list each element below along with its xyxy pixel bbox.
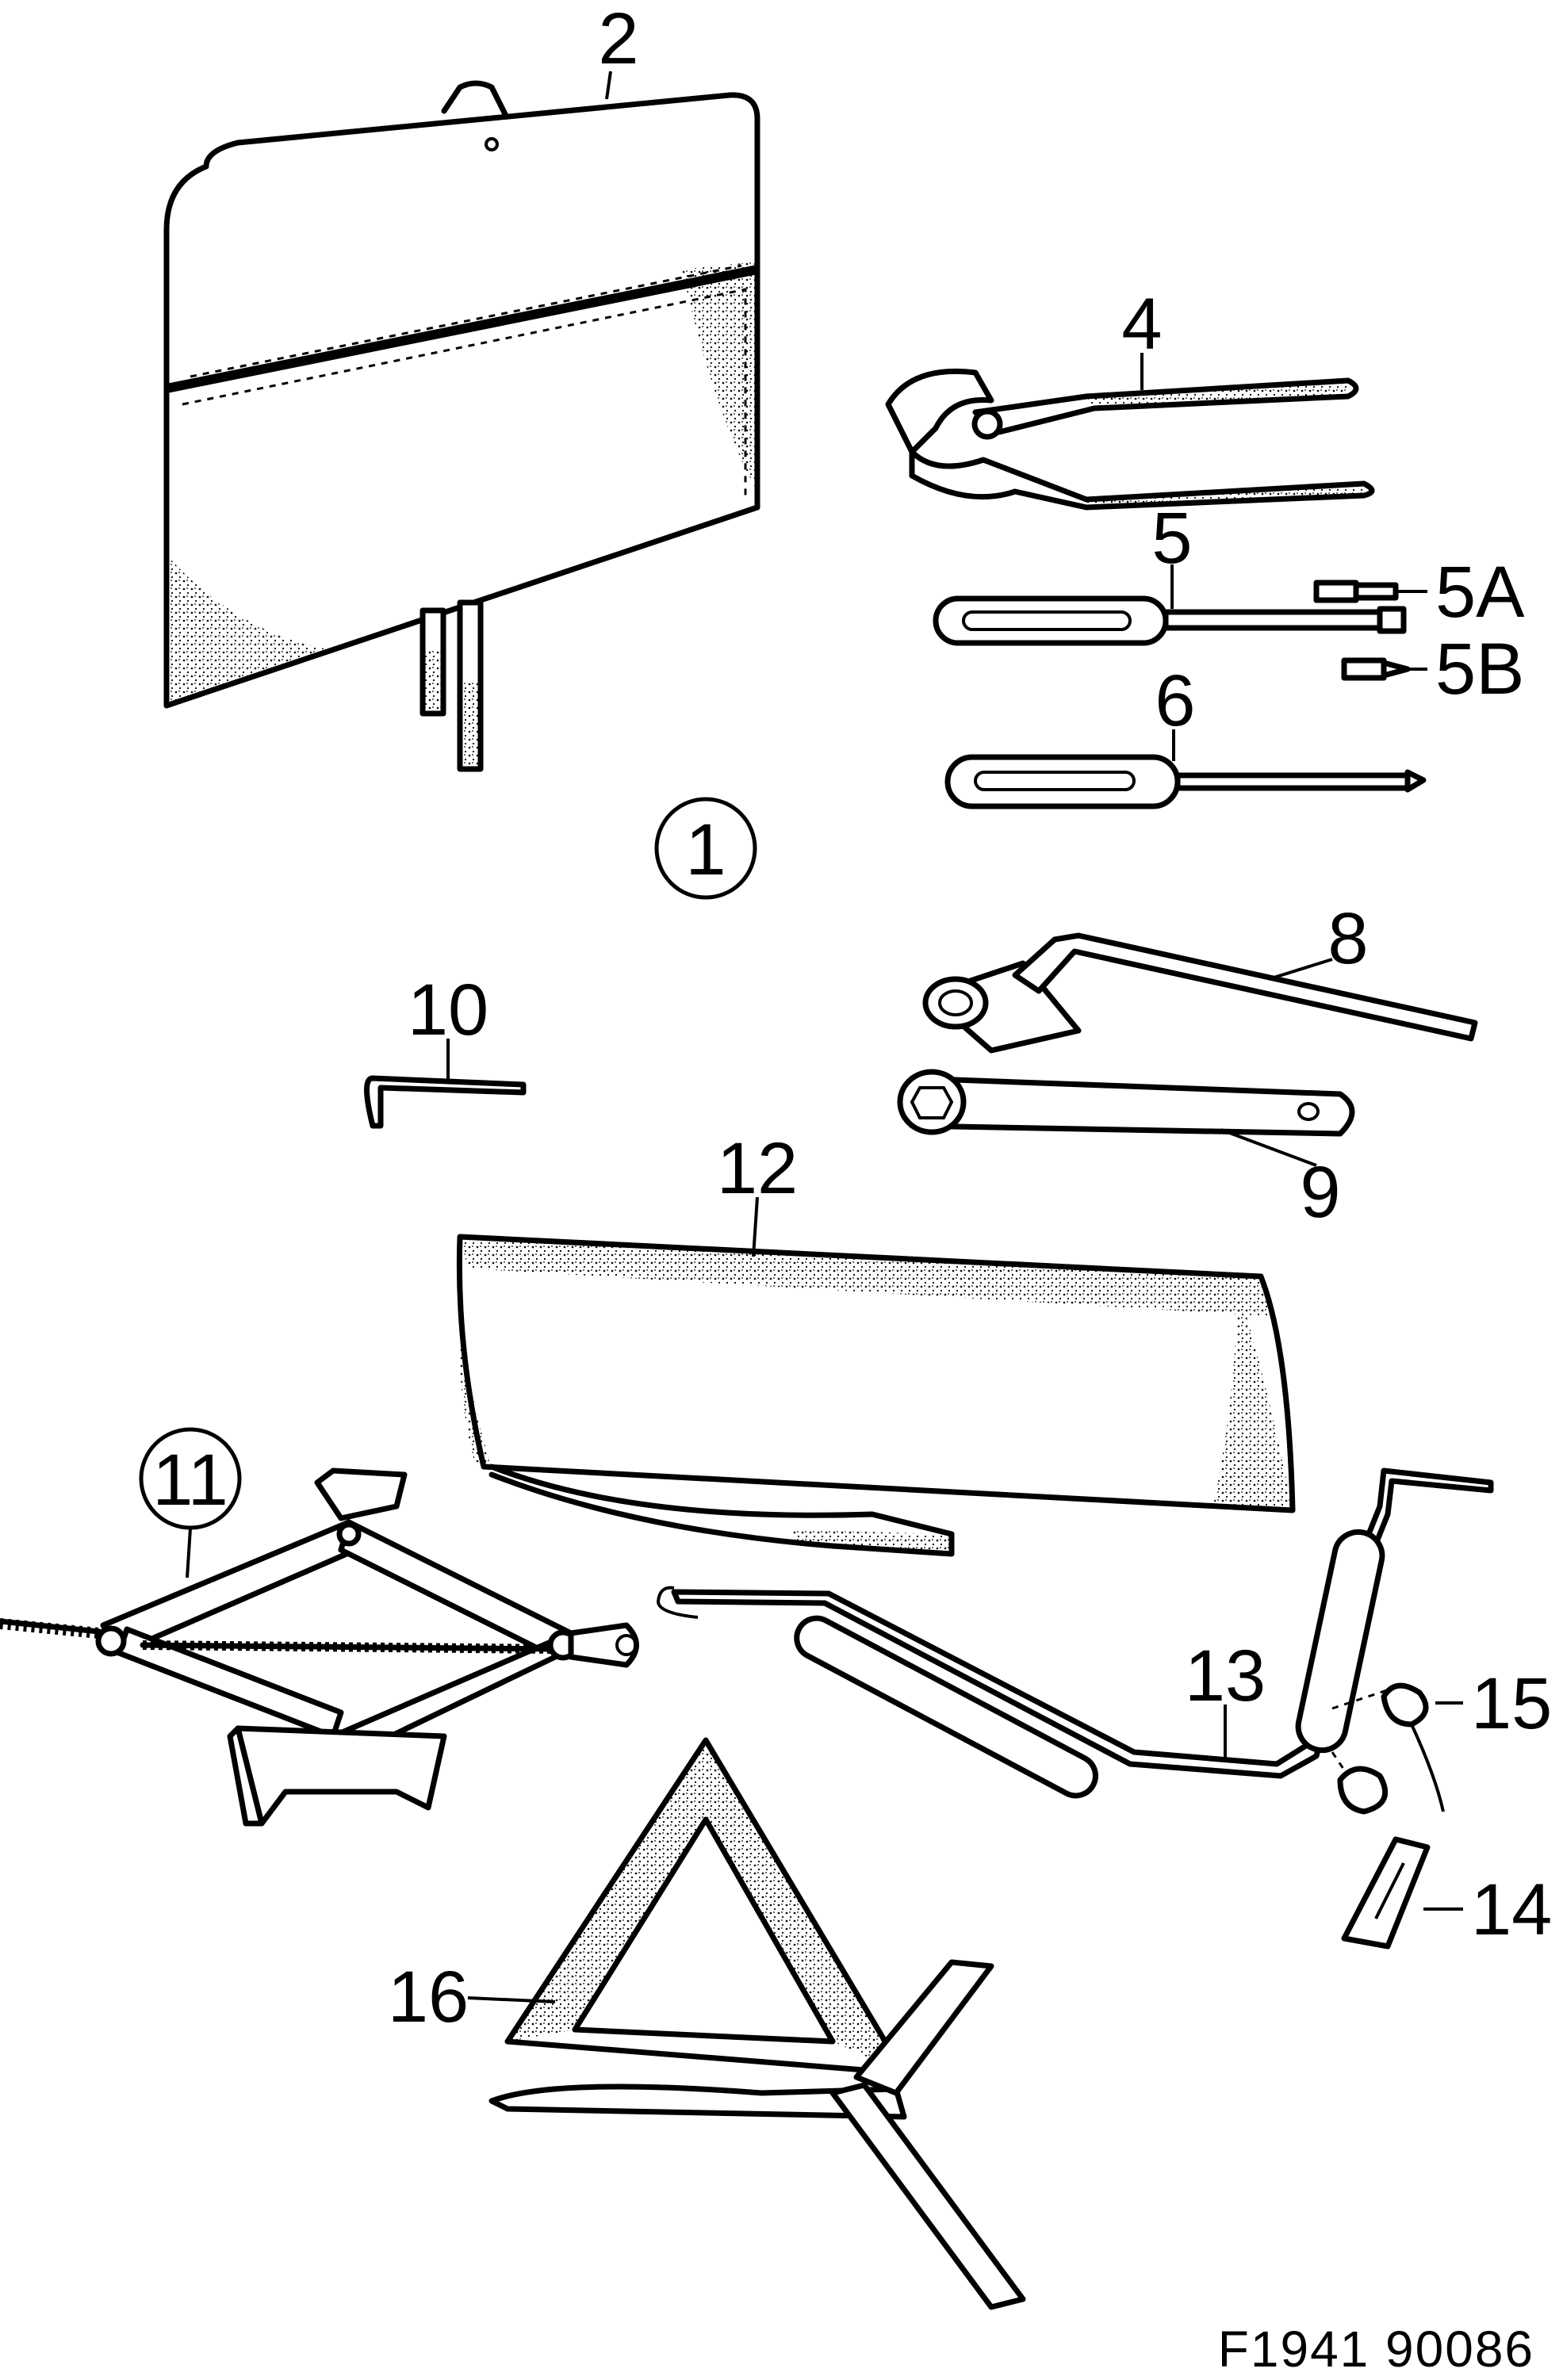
callout-2: 2 [598, 0, 638, 79]
bit-screwdriver: 5 5A 5B [933, 498, 1525, 710]
callout-6: 6 [1155, 660, 1195, 741]
callout-15: 15 [1471, 1663, 1552, 1744]
tool-bag: 2 [163, 0, 760, 772]
callout-8: 8 [1327, 898, 1368, 979]
warning-triangle: 16 [388, 1737, 1026, 2310]
wheel-wrench-bent: 8 [922, 898, 1478, 1054]
hex-key: 10 [364, 970, 527, 1129]
callout-1: 1 [685, 809, 726, 890]
flat-screwdriver: 6 [944, 660, 1427, 809]
clip: 15 [1331, 1663, 1552, 1815]
scissor-jack: 11 [0, 1427, 639, 1827]
callout-13: 13 [1185, 1636, 1266, 1716]
callout-11: 11 [152, 1440, 228, 1521]
callout-14: 14 [1471, 1869, 1552, 1950]
callout-5a: 5A [1435, 552, 1525, 633]
jack-handle: 13 [656, 1467, 1494, 1799]
callout-1-group: 1 [654, 797, 757, 900]
box-wrench: 9 [897, 1069, 1355, 1233]
callout-10: 10 [408, 970, 488, 1050]
callout-9: 9 [1300, 1152, 1340, 1233]
pliers: 4 [885, 284, 1375, 511]
callout-5: 5 [1151, 498, 1192, 579]
figure-code: F1941 90086 [1218, 2321, 1534, 2378]
jack-bag: 12 [456, 1128, 1296, 1557]
callout-16: 16 [388, 1957, 469, 2038]
callout-5b: 5B [1435, 629, 1525, 710]
callout-12: 12 [717, 1128, 798, 1209]
pad: 14 [1341, 1836, 1552, 1950]
callout-4: 4 [1121, 284, 1162, 365]
